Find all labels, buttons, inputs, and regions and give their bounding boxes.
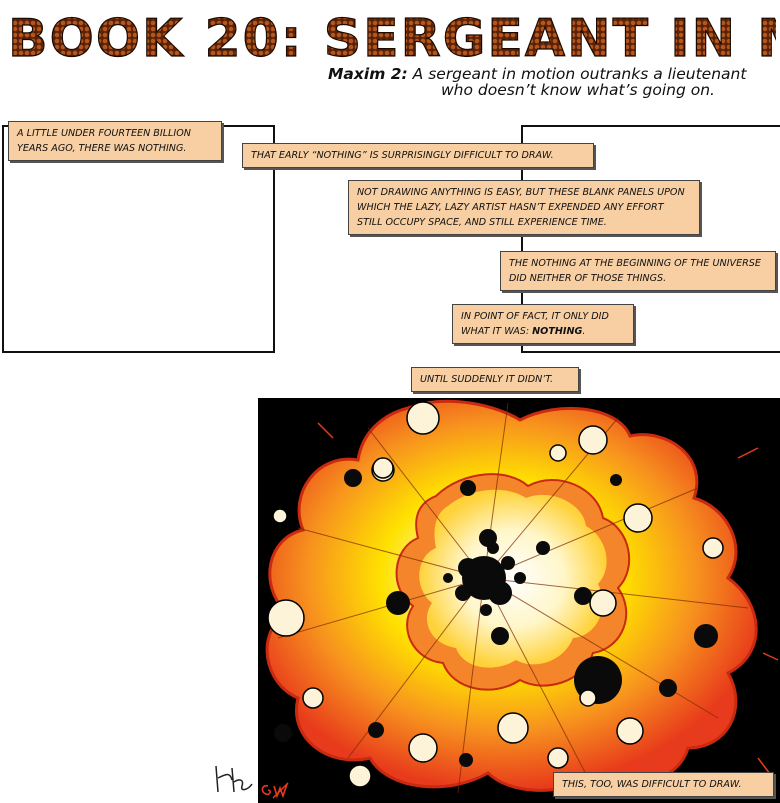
caption-5: In point of fact, it only did what it wa…: [452, 304, 634, 344]
blank-panel-left: [2, 125, 275, 353]
colorist-signature: [261, 783, 288, 799]
explosion-illustration: [265, 399, 779, 799]
caption-6: Until suddenly it didn’t.: [411, 367, 579, 392]
maxim: Maxim 2: A sergeant in motion outranks a…: [328, 66, 773, 98]
artist-signature: [215, 765, 253, 793]
explosion-debris: [274, 469, 718, 767]
explosion-panel: [258, 398, 780, 803]
caption-7: This, too, was difficult to draw.: [553, 772, 774, 797]
maxim-line2: who doesn’t know what’s going on.: [441, 81, 715, 99]
caption-4: The nothing at the beginning of the univ…: [500, 251, 776, 291]
maxim-line1: A sergeant in motion outranks a lieutena…: [412, 65, 747, 83]
caption-1: A little under fourteen billion years ag…: [8, 121, 222, 161]
title-text: BOOK 20: SERGEANT IN MOTION: [8, 9, 776, 68]
comic-title: BOOK 20: SERGEANT IN MOTION: [7, 8, 776, 68]
maxim-label: Maxim 2:: [328, 65, 408, 83]
caption-2: That early “nothing” is surprisingly dif…: [242, 143, 594, 168]
caption-3: Not drawing anything is easy, but these …: [348, 180, 700, 235]
explosion-bubbles: [267, 401, 724, 788]
